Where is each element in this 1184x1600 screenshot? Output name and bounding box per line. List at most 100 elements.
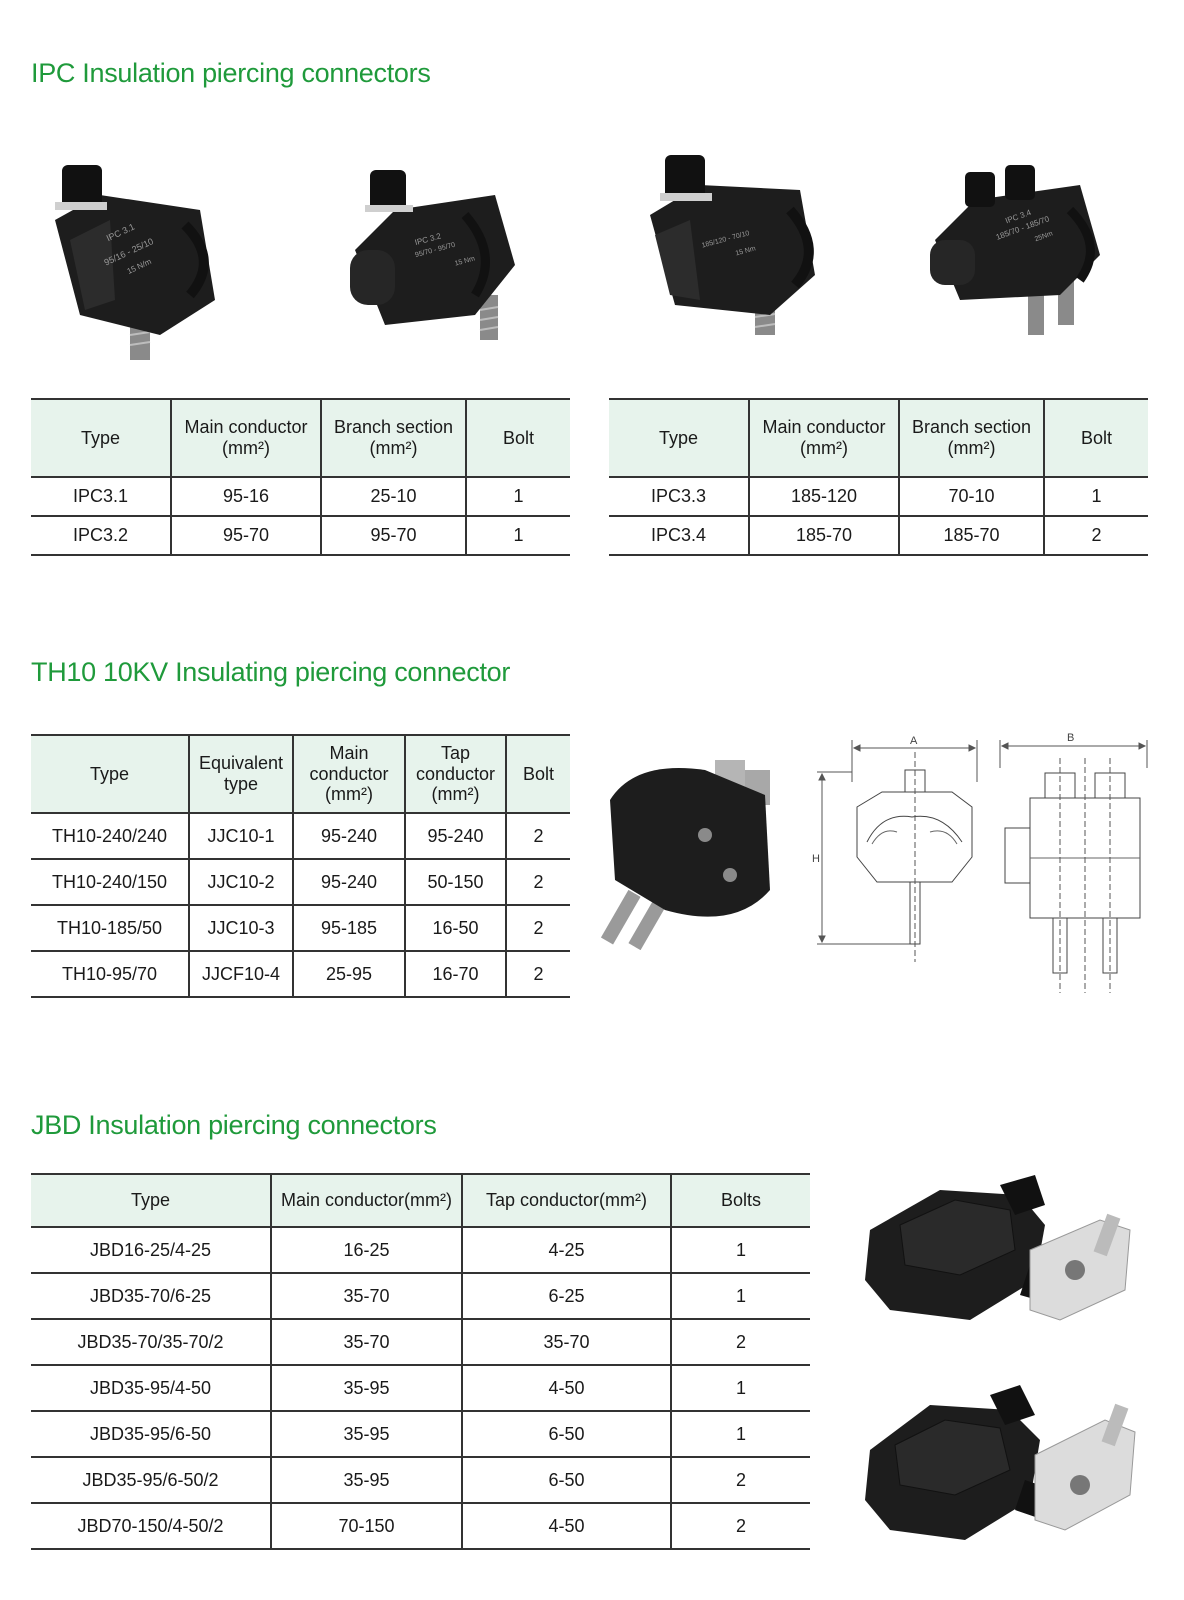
table-row: JBD35-95/6-50 35-95 6-50 1 [31,1411,810,1458]
header-branch-section: Branch section(mm²) [898,398,1044,478]
dim-a-label: A [910,735,918,747]
cell-tap: 35-70 [461,1319,671,1366]
cell-bolts: 2 [670,1503,810,1550]
cell-tap: 50-150 [404,859,506,906]
table-row: JBD35-95/4-50 35-95 4-50 1 [31,1365,810,1412]
jbd-product-photo-top [865,1175,1131,1321]
cell-tap: 6-50 [461,1457,671,1504]
cell-type: JBD16-25/4-25 [31,1227,271,1274]
cell-equivalent: JJC10-3 [188,905,293,952]
header-tap-conductor: Tap conductor(mm²) [461,1173,671,1228]
cell-equivalent: JJC10-1 [188,813,293,860]
cell-bolt: 2 [505,813,570,860]
cell-main: 95-240 [292,813,405,860]
ipc-table-right: Type Main conductor(mm²) Branch section(… [609,398,1148,556]
cell-bolt: 2 [505,859,570,906]
ipc32-label-1: IPC [414,235,429,247]
header-bolt: Bolt [1043,398,1148,478]
ipc31-label-2: 3.1 [121,222,137,236]
cell-branch: 70-10 [898,477,1044,517]
cell-main: 35-70 [270,1273,462,1320]
cell-type: IPC3.3 [609,477,749,517]
ipc33-label-2: 70/10 [731,230,750,241]
cell-type: TH10-240/150 [31,859,189,906]
ipc32-product-photo: IPC 3.2 95/70 - 95/70 15 Nm [350,170,515,340]
cell-bolts: 1 [670,1227,810,1274]
cell-main: 25-95 [292,951,405,998]
cell-main: 95-240 [292,859,405,906]
cell-type: JBD35-95/4-50 [31,1365,271,1412]
cell-main: 35-70 [270,1319,462,1366]
cell-type: JBD35-95/6-50 [31,1411,271,1458]
cell-main: 16-25 [270,1227,462,1274]
cell-type: JBD35-70/35-70/2 [31,1319,271,1366]
cell-bolt: 1 [465,516,570,556]
table-row: JBD70-150/4-50/2 70-150 4-50 2 [31,1503,810,1550]
cell-type: JBD35-95/6-50/2 [31,1457,271,1504]
cell-main: 95-185 [292,905,405,952]
svg-text:IPC 3.4: IPC 3.4 [1004,208,1033,226]
cell-tap: 6-25 [461,1273,671,1320]
cell-type: TH10-185/50 [31,905,189,952]
cell-tap: 4-50 [461,1365,671,1412]
svg-text:IPC 3.2: IPC 3.2 [414,231,443,247]
header-bolt: Bolt [465,398,570,478]
header-branch-section: Branch section(mm²) [320,398,466,478]
table-row: IPC3.4 185-70 185-70 2 [609,516,1148,556]
cell-tap: 4-25 [461,1227,671,1274]
header-main-conductor: Main conductor(mm²) [170,398,321,478]
cell-type: IPC3.1 [31,477,171,517]
cell-type: TH10-95/70 [31,951,189,998]
header-main-conductor: Main conductor(mm²) [292,734,405,814]
cell-branch: 185-70 [898,516,1044,556]
jbd-table: Type Main conductor(mm²) Tap conductor(m… [31,1173,810,1550]
header-equivalent-type: Equivalent type [188,734,293,814]
table-row: TH10-95/70 JJCF10-4 25-95 16-70 2 [31,951,570,998]
ipc33-product-photo: 185/120 - 70/10 15 Nm [650,155,815,335]
header-type: Type [31,398,171,478]
cell-bolts: 1 [670,1273,810,1320]
header-main-conductor: Main conductor(mm²) [270,1173,462,1228]
cell-main: 35-95 [270,1411,462,1458]
table-row: TH10-185/50 JJC10-3 95-185 16-50 2 [31,905,570,952]
ipc-section-title: IPC Insulation piercing connectors [31,58,431,88]
cell-branch: 25-10 [320,477,466,517]
table-row: JBD35-70/35-70/2 35-70 35-70 2 [31,1319,810,1366]
header-bolts: Bolts [670,1173,810,1228]
cell-tap: 95-240 [404,813,506,860]
table-row: TH10-240/240 JJC10-1 95-240 95-240 2 [31,813,570,860]
cell-tap: 6-50 [461,1411,671,1458]
table-row: TH10-240/150 JJC10-2 95-240 50-150 2 [31,859,570,906]
cell-bolt: 1 [1043,477,1148,517]
ipc32-label-4: 95/70 [437,242,456,253]
cell-equivalent: JJC10-2 [188,859,293,906]
th10-side-drawing: B [999,732,1148,993]
th10-table: Type Equivalent type Main conductor(mm²)… [31,734,570,998]
cell-main: 185-120 [748,477,899,517]
table-row: JBD35-95/6-50/2 35-95 6-50 2 [31,1457,810,1504]
cell-bolt: 2 [505,905,570,952]
cell-bolts: 2 [670,1319,810,1366]
cell-equivalent: JJCF10-4 [188,951,293,998]
jbd-section-title: JBD Insulation piercing connectors [31,1110,437,1140]
cell-bolt: 2 [1043,516,1148,556]
jbd-product-photo-bottom [865,1385,1136,1540]
ipc34-product-photo: IPC 3.4 185/70 - 185/70 25Nm [930,165,1100,335]
cell-main: 70-150 [270,1503,462,1550]
ipc34-label-1: IPC [1004,212,1020,225]
dim-h-label: H [812,853,820,865]
cell-bolt: 1 [465,477,570,517]
header-bolt: Bolt [505,734,570,814]
dim-b-label: B [1067,732,1074,744]
cell-type: JBD35-70/6-25 [31,1273,271,1320]
table-row: IPC3.3 185-120 70-10 1 [609,477,1148,517]
cell-tap: 16-50 [404,905,506,952]
header-main-conductor: Main conductor(mm²) [748,398,899,478]
cell-type: IPC3.4 [609,516,749,556]
cell-type: JBD70-150/4-50/2 [31,1503,271,1550]
th10-front-drawing: A H [812,735,978,962]
cell-main: 185-70 [748,516,899,556]
ipc34-label-2: 3.4 [1019,208,1033,220]
cell-type: TH10-240/240 [31,813,189,860]
cell-bolt: 2 [505,951,570,998]
